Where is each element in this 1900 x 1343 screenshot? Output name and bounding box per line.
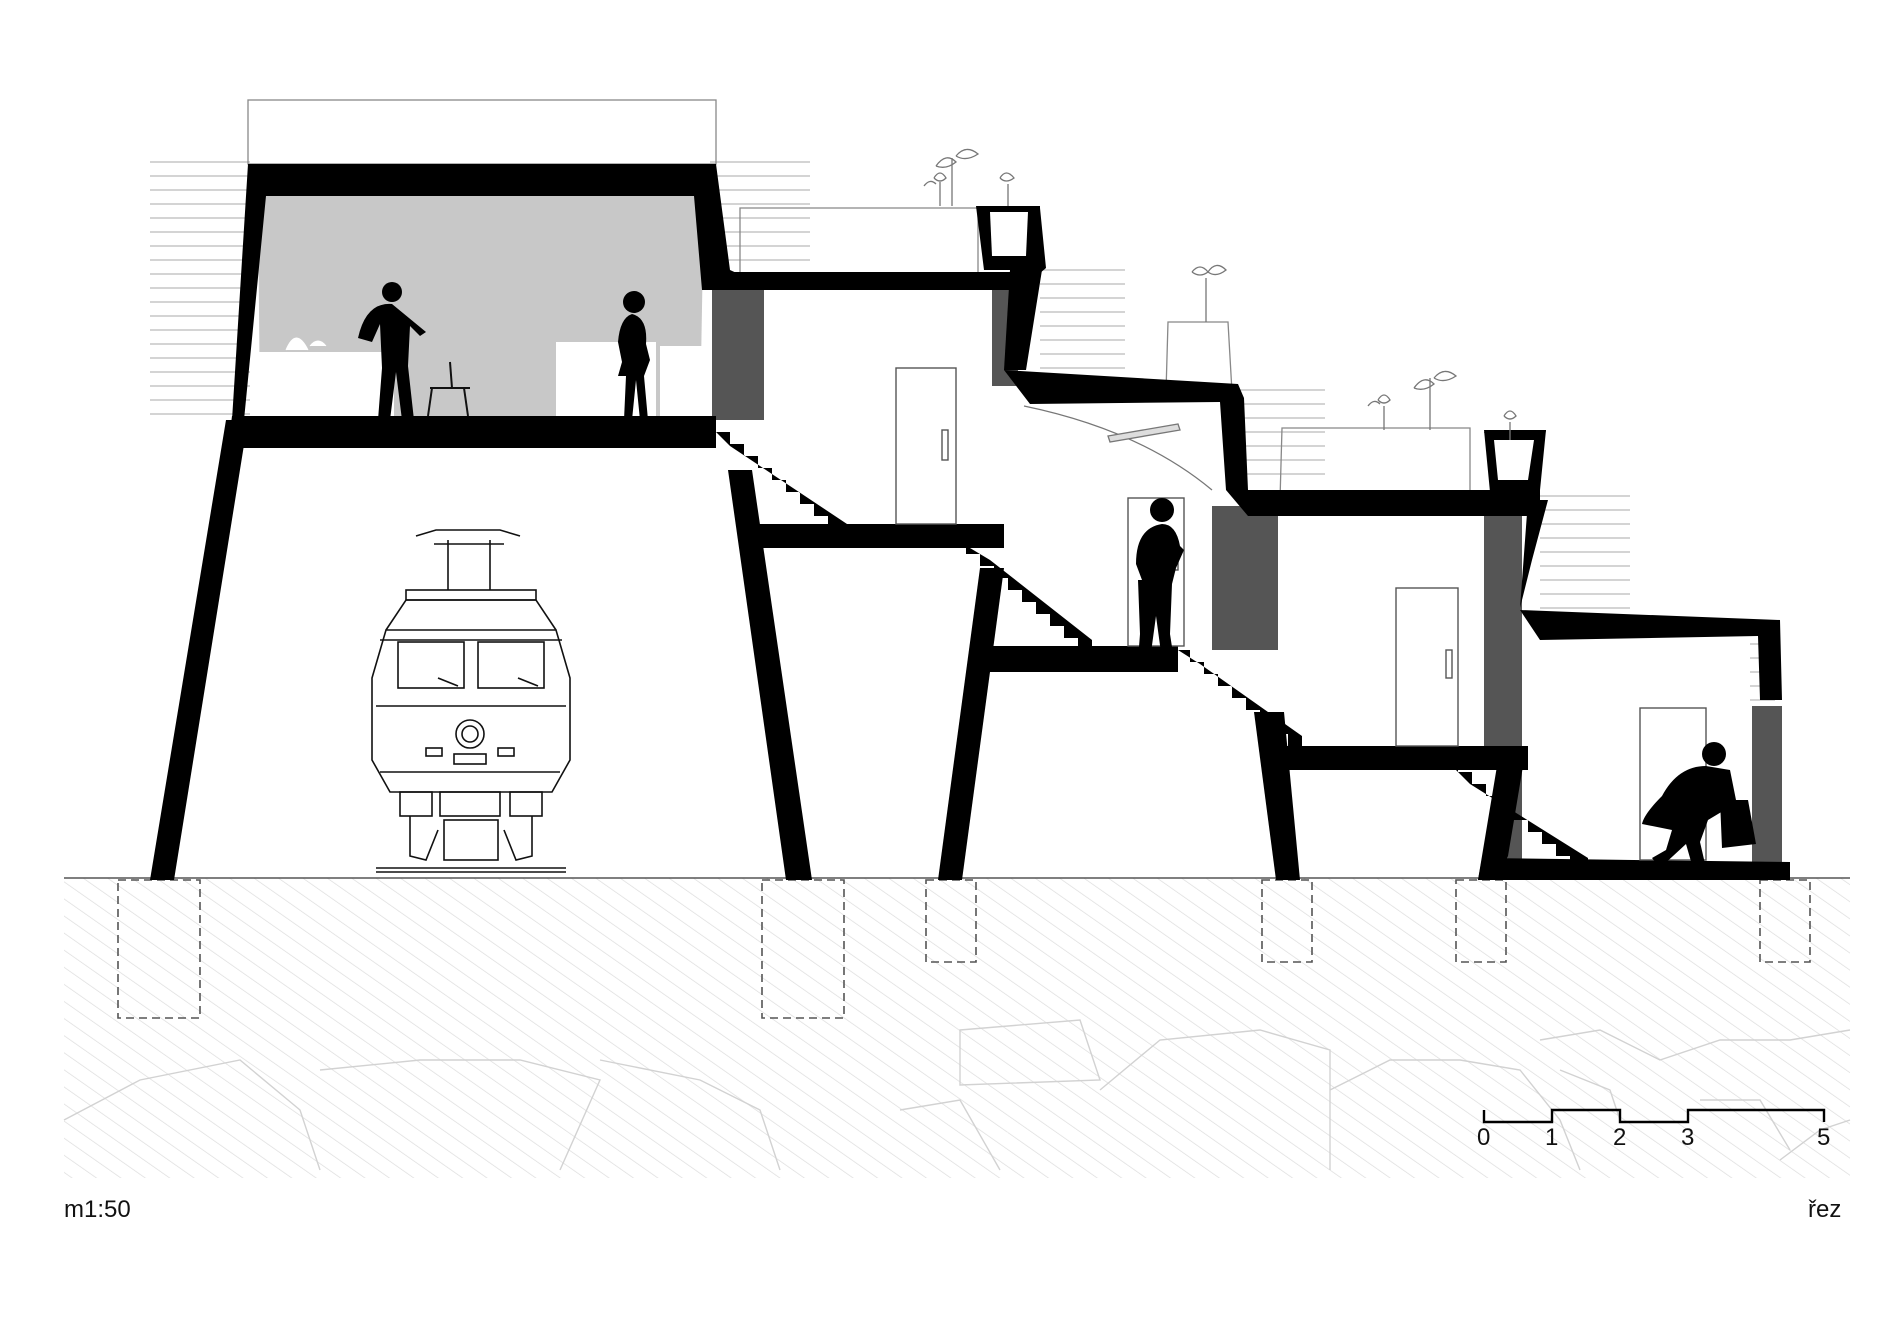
train-locomotive-icon bbox=[371, 529, 571, 873]
planter-inners bbox=[990, 212, 1534, 480]
skylight bbox=[1023, 405, 1213, 491]
stair-icon bbox=[704, 420, 1588, 868]
ground-hatch bbox=[63, 877, 1851, 1178]
scale-bar bbox=[1482, 1108, 1826, 1124]
scale-tick-0: 0 bbox=[1477, 1124, 1491, 1151]
scale-tick-5: 5 bbox=[1817, 1124, 1831, 1151]
section-label: řez bbox=[1808, 1196, 1842, 1223]
scale-tick-1: 1 bbox=[1545, 1124, 1559, 1151]
scale-tick-2: 2 bbox=[1613, 1124, 1627, 1151]
person-silhouette-icon bbox=[358, 282, 1756, 872]
scale-label: m1:50 bbox=[64, 1196, 131, 1223]
scale-tick-3: 3 bbox=[1681, 1124, 1695, 1151]
plant-sprout-icon bbox=[923, 148, 1517, 440]
door-icon bbox=[895, 367, 1707, 861]
